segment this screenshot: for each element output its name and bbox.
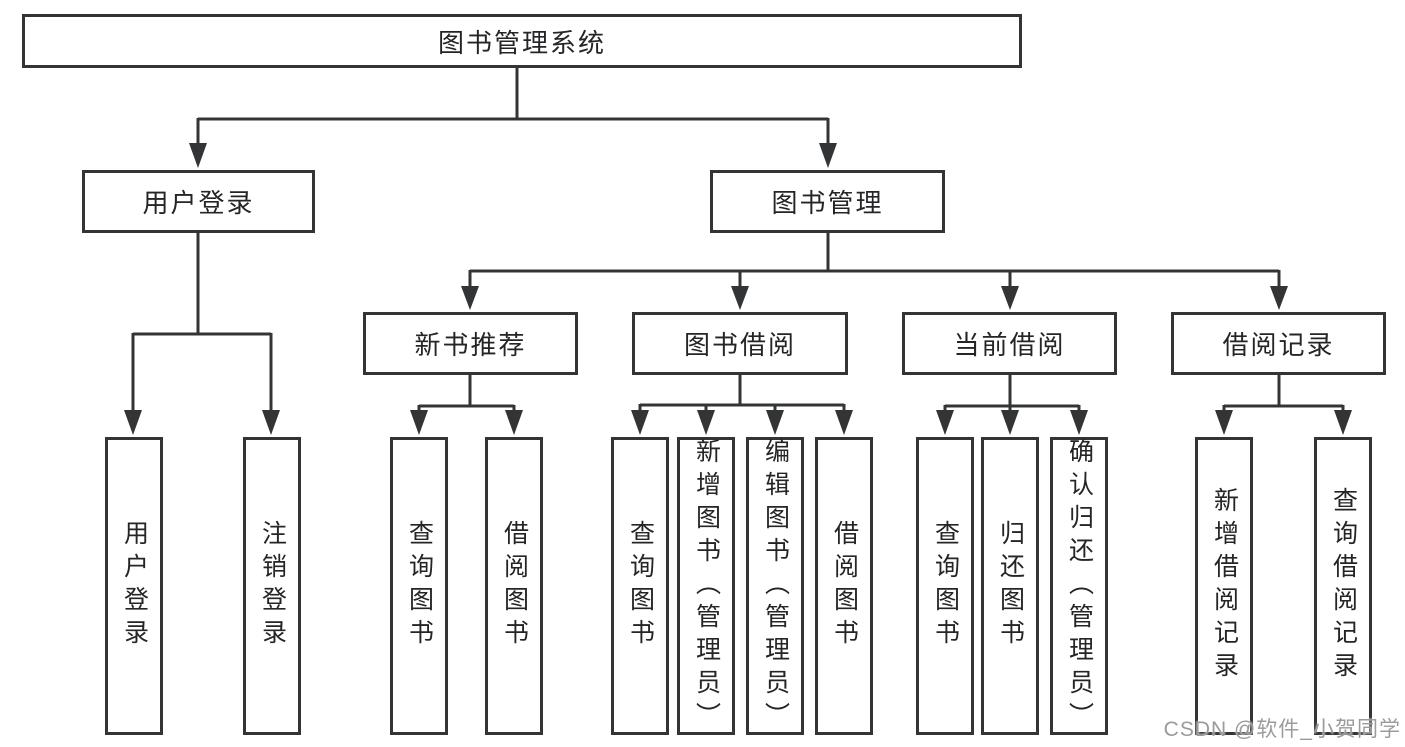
leaf-logout-label: 注销登录 xyxy=(258,520,287,652)
leaf-query-books-1-label: 查询图书 xyxy=(405,520,434,652)
node-book-borrow-label: 图书借阅 xyxy=(683,330,796,360)
leaf-borrow-books-1-label: 借阅图书 xyxy=(500,520,529,652)
node-current-borrow-label: 当前借阅 xyxy=(953,330,1066,360)
leaf-query-borrow-record-label: 查询借阅记录 xyxy=(1329,487,1358,685)
leaf-borrow-books-2-label: 借阅图书 xyxy=(830,520,859,652)
node-borrow-records: 借阅记录 xyxy=(1171,312,1386,375)
leaf-confirm-return-admin: 确认归还（管理员） xyxy=(1050,437,1108,735)
node-user-login: 用户登录 xyxy=(82,170,315,233)
leaf-confirm-return-admin-label: 确认归还（管理员） xyxy=(1065,437,1094,735)
node-current-borrow: 当前借阅 xyxy=(902,312,1117,375)
node-borrow-records-label: 借阅记录 xyxy=(1222,330,1335,360)
leaf-return-book-label: 归还图书 xyxy=(996,520,1025,652)
leaf-query-books-1: 查询图书 xyxy=(390,437,448,735)
node-book-management-label: 图书管理 xyxy=(771,188,884,218)
leaf-query-books-2-label: 查询图书 xyxy=(626,520,655,652)
node-book-borrow: 图书借阅 xyxy=(632,312,848,375)
leaf-query-books-3: 查询图书 xyxy=(916,437,974,735)
leaf-add-borrow-record-label: 新增借阅记录 xyxy=(1210,487,1239,685)
leaf-user-login: 用户登录 xyxy=(105,437,163,735)
node-book-management: 图书管理 xyxy=(710,170,945,233)
leaf-borrow-books-1: 借阅图书 xyxy=(485,437,543,735)
leaf-query-borrow-record: 查询借阅记录 xyxy=(1314,437,1372,735)
node-root: 图书管理系统 xyxy=(22,14,1022,68)
node-new-book-recommend-label: 新书推荐 xyxy=(414,330,527,360)
leaf-logout: 注销登录 xyxy=(243,437,301,735)
leaf-edit-book-admin-label: 编辑图书（管理员） xyxy=(761,437,790,735)
leaf-query-books-3-label: 查询图书 xyxy=(931,520,960,652)
leaf-add-book-admin: 新增图书（管理员） xyxy=(677,437,735,735)
leaf-query-books-2: 查询图书 xyxy=(611,437,669,735)
node-user-login-label: 用户登录 xyxy=(142,188,255,218)
leaf-add-borrow-record: 新增借阅记录 xyxy=(1195,437,1253,735)
node-new-book-recommend: 新书推荐 xyxy=(363,312,578,375)
leaf-return-book: 归还图书 xyxy=(981,437,1039,735)
leaf-user-login-label: 用户登录 xyxy=(120,520,149,652)
arrowheads xyxy=(124,143,1352,435)
leaf-add-book-admin-label: 新增图书（管理员） xyxy=(692,437,721,735)
node-root-label: 图书管理系统 xyxy=(437,27,606,58)
leaf-borrow-books-2: 借阅图书 xyxy=(815,437,873,735)
csdn-watermark: CSDN @软件_小贺同学 xyxy=(1163,718,1401,741)
leaf-edit-book-admin: 编辑图书（管理员） xyxy=(746,437,804,735)
